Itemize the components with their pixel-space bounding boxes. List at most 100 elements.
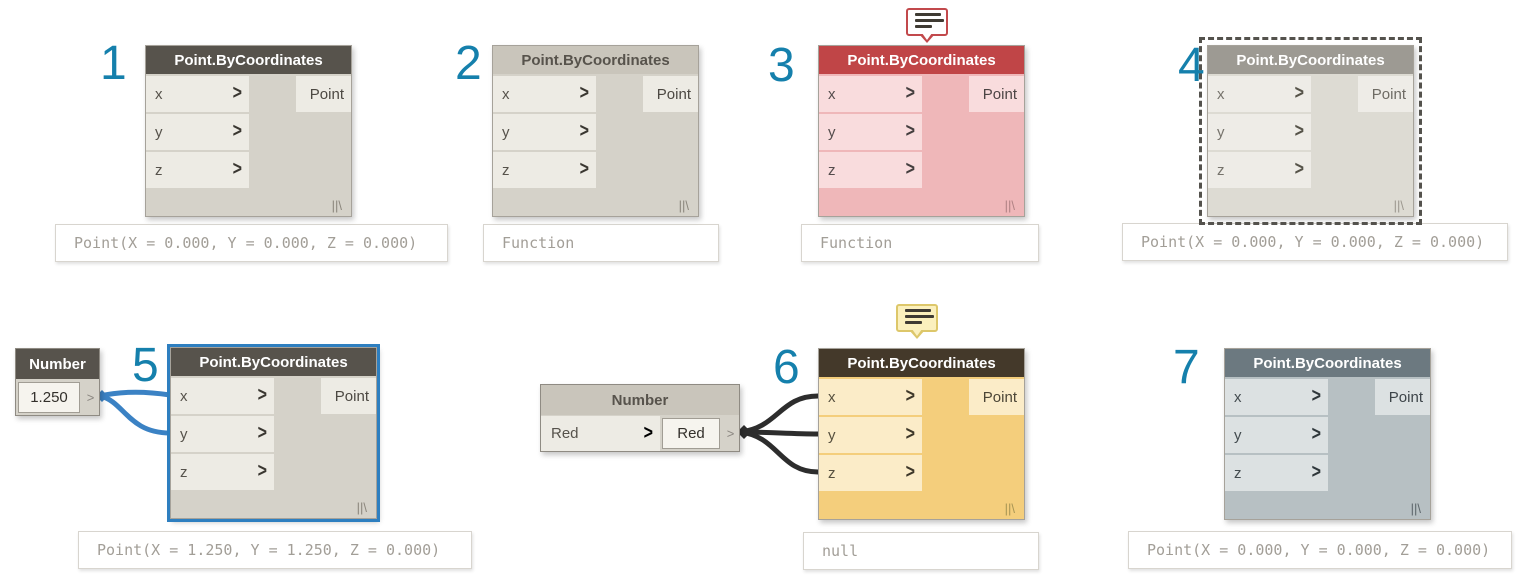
input-port-chevron-icon[interactable]: > [905, 82, 915, 104]
output-port-point[interactable]: Point [643, 76, 698, 112]
input-port-y[interactable]: y> [171, 416, 274, 452]
node-title: Point.ByCoordinates [847, 51, 996, 69]
lacing-indicator-icon: ||\ [678, 198, 689, 213]
node-header[interactable]: Point.ByCoordinates [493, 46, 698, 74]
node-number-label: 4 [1178, 39, 1205, 92]
input-port-z[interactable]: z> [171, 454, 274, 490]
output-port-point[interactable]: Point [1358, 76, 1413, 112]
input-port-chevron-icon[interactable]: > [1311, 423, 1321, 445]
input-port-label: y [1217, 123, 1225, 141]
error-balloon-icon[interactable] [906, 8, 948, 43]
input-port-chevron-icon[interactable]: > [232, 120, 242, 142]
input-port-z[interactable]: z> [493, 152, 596, 188]
output-port-point[interactable]: Point [296, 76, 351, 112]
input-port-chevron-icon[interactable]: > [232, 158, 242, 180]
node-header[interactable]: Number [541, 385, 739, 415]
input-port-y[interactable]: y> [819, 417, 922, 453]
lacing-indicator-icon: ||\ [1004, 501, 1015, 516]
input-port-z[interactable]: z> [1225, 455, 1328, 491]
node-header[interactable]: Point.ByCoordinates [1225, 349, 1430, 377]
input-port-label: z [1234, 464, 1242, 482]
node-body: Red>Red> [541, 416, 739, 451]
node-header[interactable]: Point.ByCoordinates [171, 348, 376, 376]
node-title: Point.ByCoordinates [521, 51, 670, 69]
output-port-point[interactable]: Point [1375, 379, 1430, 415]
input-port-chevron-icon[interactable]: > [579, 158, 589, 180]
node-title: Number [611, 391, 669, 409]
input-port-y[interactable]: y> [1225, 417, 1328, 453]
output-port-point[interactable]: Point [969, 379, 1024, 415]
input-port-x[interactable]: x> [1208, 76, 1311, 112]
graph-node-2[interactable]: Point.ByCoordinates x>y>z> Point ||\ [492, 45, 699, 217]
input-port-y[interactable]: y> [1208, 114, 1311, 150]
input-port-x[interactable]: x> [1225, 379, 1328, 415]
number-value-field[interactable]: Red [662, 418, 720, 449]
input-port-chevron-icon[interactable]: > [643, 422, 653, 444]
node-title: Point.ByCoordinates [199, 353, 348, 371]
input-port-chevron-icon[interactable]: > [579, 82, 589, 104]
input-port-y[interactable]: y> [819, 114, 922, 150]
node-number-label: 1 [100, 37, 127, 90]
node-header[interactable]: Point.ByCoordinates [819, 46, 1024, 74]
input-port-chevron-icon[interactable]: > [579, 120, 589, 142]
input-port-chevron-icon[interactable]: > [1294, 120, 1304, 142]
lacing-indicator-icon: ||\ [1393, 198, 1404, 213]
node-number-label: 7 [1173, 341, 1200, 394]
wire-number-to-node6[interactable] [737, 393, 821, 475]
input-port-z[interactable]: z> [819, 455, 922, 491]
input-port-z[interactable]: z> [819, 152, 922, 188]
input-port-chevron-icon[interactable]: > [905, 120, 915, 142]
node-title: Point.ByCoordinates [1236, 51, 1385, 69]
input-port-chevron-icon[interactable]: > [1294, 158, 1304, 180]
number-value-field[interactable]: 1.250 [18, 382, 80, 413]
input-port-x[interactable]: x> [146, 76, 249, 112]
input-port-chevron-icon[interactable]: > [1311, 385, 1321, 407]
input-port-chevron-icon[interactable]: > [905, 423, 915, 445]
input-port-chevron-icon[interactable]: > [905, 158, 915, 180]
input-port-chevron-icon[interactable]: > [905, 461, 915, 483]
input-port-y[interactable]: y> [146, 114, 249, 150]
input-port-x[interactable]: x> [819, 379, 922, 415]
input-port-red[interactable]: Red> [541, 416, 660, 451]
node-number-label: 3 [768, 39, 795, 92]
input-port-chevron-icon[interactable]: > [232, 82, 242, 104]
output-port-point[interactable]: Point [321, 378, 376, 414]
input-port-y[interactable]: y> [493, 114, 596, 150]
node-header[interactable]: Point.ByCoordinates [1208, 46, 1413, 74]
output-port[interactable]: > [726, 426, 735, 441]
input-port-z[interactable]: z> [146, 152, 249, 188]
preview-bubble-4: Point(X = 0.000, Y = 0.000, Z = 0.000) [1122, 223, 1508, 261]
balloon-text-line [905, 321, 922, 324]
input-port-chevron-icon[interactable]: > [1294, 82, 1304, 104]
node-body: 1.250 > [16, 380, 99, 415]
input-port-chevron-icon[interactable]: > [257, 460, 267, 482]
wire-number-to-node5[interactable] [96, 389, 173, 436]
input-port-chevron-icon[interactable]: > [257, 422, 267, 444]
output-port-point[interactable]: Point [969, 76, 1024, 112]
input-port-label: x [1217, 85, 1225, 103]
input-port-x[interactable]: x> [493, 76, 596, 112]
node-header[interactable]: Point.ByCoordinates [819, 349, 1024, 377]
node-header[interactable]: Number [16, 349, 99, 379]
node-header[interactable]: Point.ByCoordinates [146, 46, 351, 74]
input-port-x[interactable]: x> [171, 378, 274, 414]
output-port[interactable]: > [86, 390, 95, 405]
input-port-x[interactable]: x> [819, 76, 922, 112]
input-port-chevron-icon[interactable]: > [257, 384, 267, 406]
input-port-chevron-icon[interactable]: > [905, 385, 915, 407]
input-port-z[interactable]: z> [1208, 152, 1311, 188]
lacing-indicator-icon: ||\ [1410, 501, 1421, 516]
lacing-indicator-icon: ||\ [1004, 198, 1015, 213]
input-port-label: z [828, 464, 836, 482]
warning-balloon-icon[interactable] [896, 304, 938, 339]
input-port-chevron-icon[interactable]: > [1311, 461, 1321, 483]
graph-node-3[interactable]: Point.ByCoordinates x>y>z> Point ||\ [818, 45, 1025, 217]
